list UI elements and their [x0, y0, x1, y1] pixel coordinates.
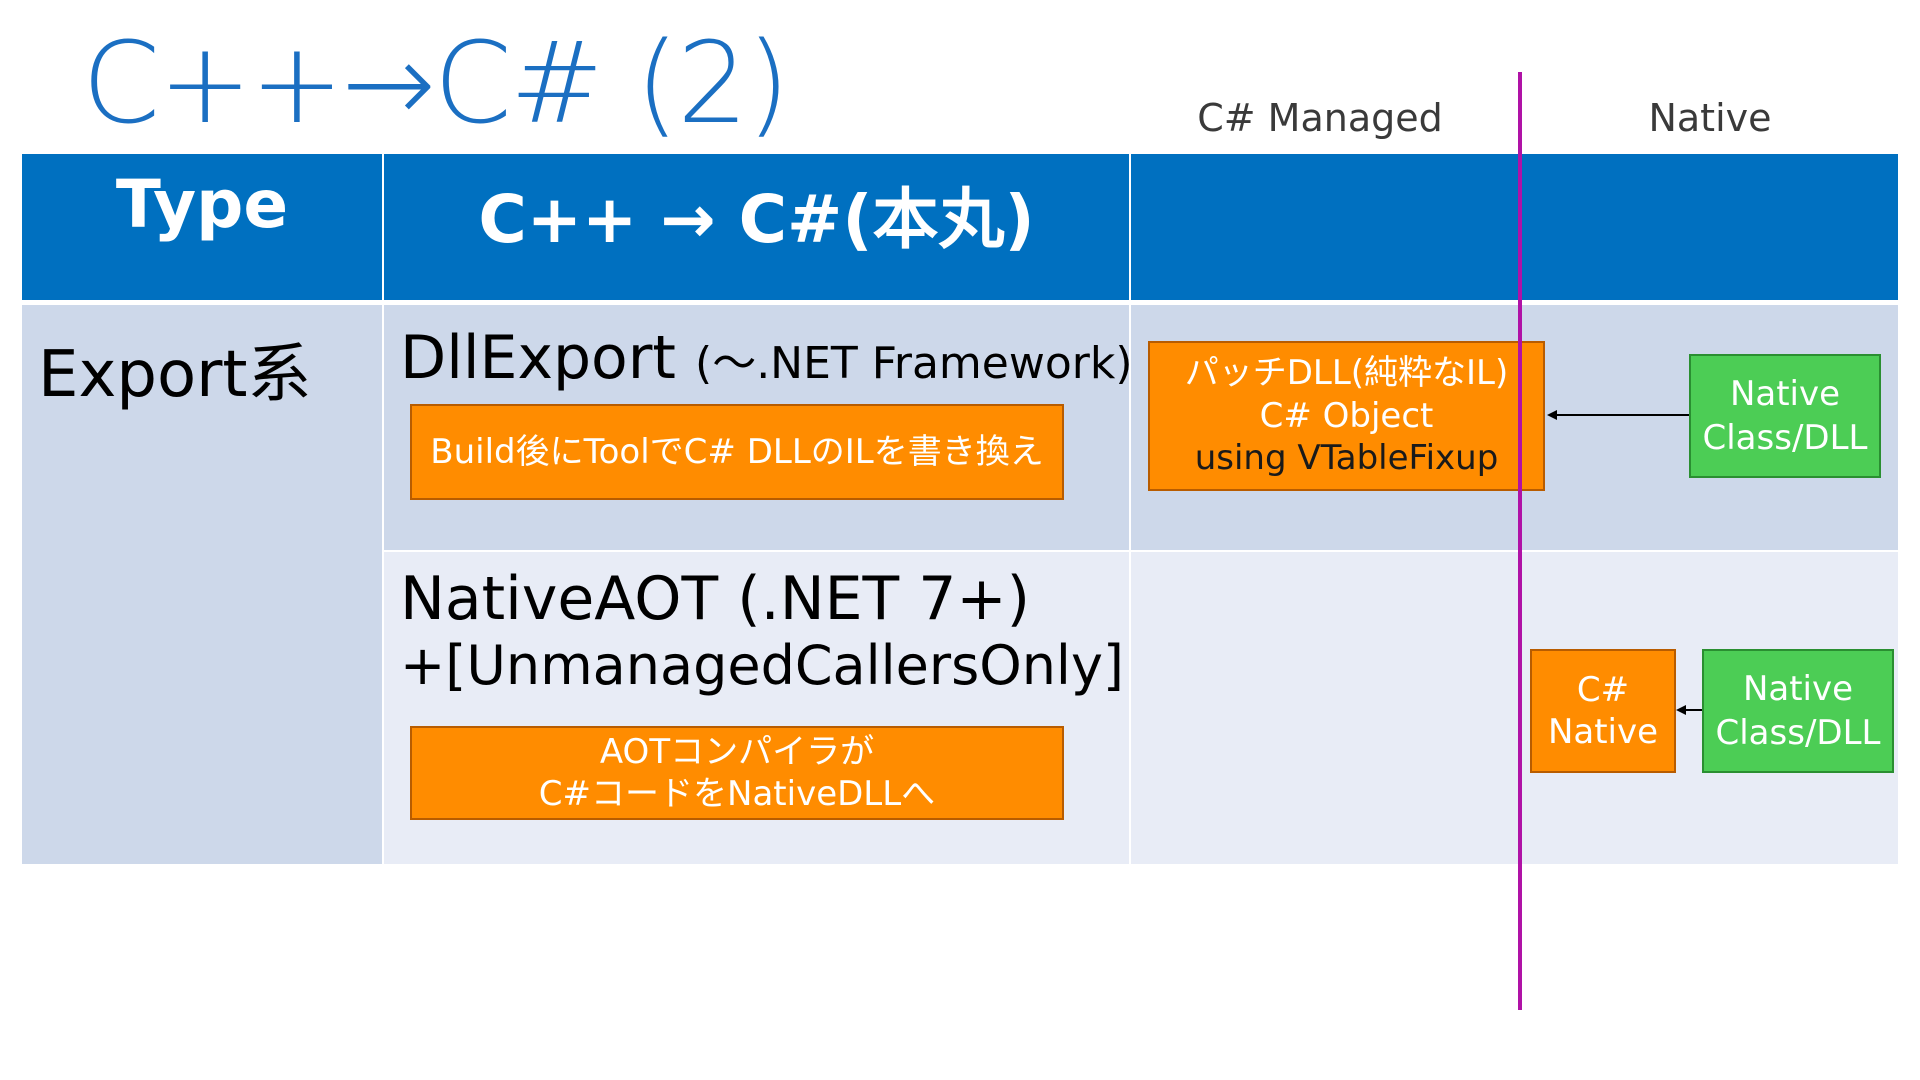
- nativeaot-note-line1: AOTコンパイラが: [599, 731, 875, 772]
- dllexport-note-box: Build後にToolでC# DLLのILを書き換え: [410, 404, 1064, 500]
- native-class-dll-box-1: Native Class/DLL: [1689, 354, 1881, 478]
- header-cpp-to-csharp: C++ → C#(本丸): [384, 154, 1129, 300]
- csnative-line2: Native: [1547, 712, 1659, 752]
- row-nativeaot: NativeAOT (.NET 7+) +[UnmanagedCallersOn…: [384, 552, 1129, 864]
- arrow-native-to-csharp: [1676, 705, 1702, 715]
- dllexport-name: DllExport: [400, 323, 676, 393]
- native2-line2: Class/DLL: [1715, 713, 1881, 753]
- native2-line1: Native: [1742, 668, 1854, 709]
- header-diagram: [1131, 154, 1898, 300]
- managed-native-divider: [1518, 72, 1522, 1010]
- row-subtitle-nativeaot: +[UnmanagedCallersOnly]: [400, 634, 1124, 697]
- row-title-dllexport: DllExport (～.NET Framework): [400, 323, 1133, 393]
- csnative-line1: C#: [1576, 669, 1630, 710]
- patch-line2: C# Object: [1259, 395, 1434, 436]
- zone-label-managed: C# Managed: [1197, 96, 1443, 140]
- dllexport-note: Build後にToolでC# DLLのILを書き換え: [430, 431, 1044, 472]
- arrow-native-to-patch: [1547, 410, 1689, 420]
- zone-label-native: Native: [1648, 96, 1772, 140]
- slide-title: C++→C# (2): [82, 19, 790, 149]
- patch-line1: パッチDLL(純粋なIL): [1184, 353, 1509, 394]
- native-class-dll-box-2: Native Class/DLL: [1702, 649, 1894, 773]
- patch-line3: using VTableFixup: [1194, 438, 1499, 479]
- native1-line1: Native: [1729, 373, 1841, 414]
- nativeaot-note-line2: C#コードをNativeDLLへ: [538, 774, 936, 814]
- patch-dll-box: パッチDLL(純粋なIL) C# Object using VTableFixu…: [1148, 341, 1545, 491]
- dllexport-suffix: (～.NET Framework): [695, 338, 1133, 389]
- header-separator: [22, 300, 1898, 305]
- csharp-native-box: C# Native: [1530, 649, 1676, 773]
- header-type: Type: [22, 154, 382, 300]
- type-cell-export: Export系: [22, 305, 382, 864]
- native1-line2: Class/DLL: [1702, 418, 1868, 458]
- row-title-nativeaot: NativeAOT (.NET 7+): [400, 564, 1031, 634]
- nativeaot-note-box: AOTコンパイラが C#コードをNativeDLLへ: [410, 726, 1064, 820]
